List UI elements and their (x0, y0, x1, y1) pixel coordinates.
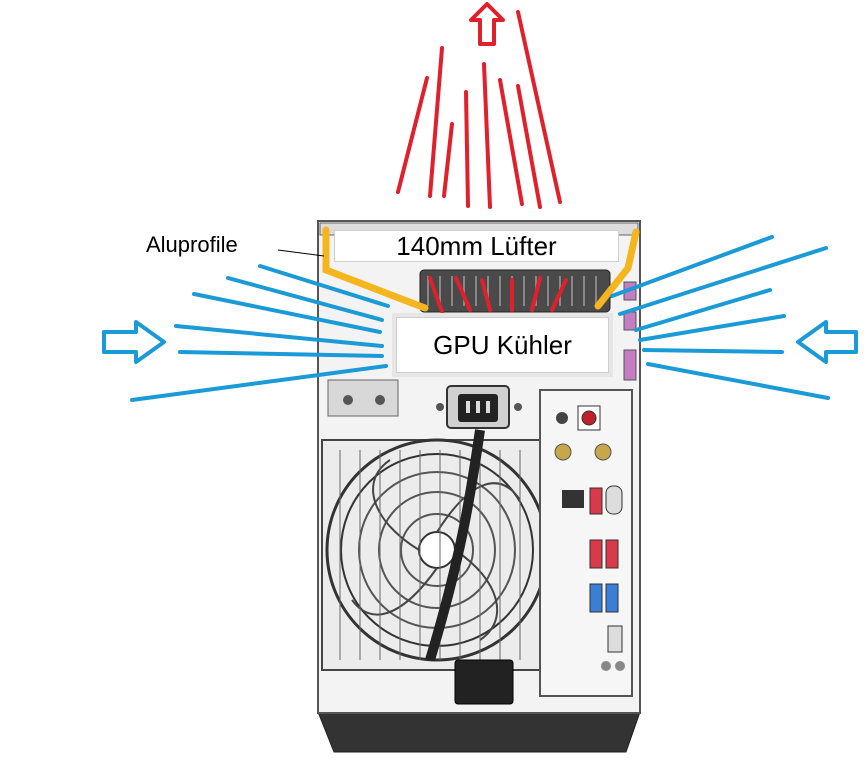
intake-airflow-left (130, 264, 390, 402)
aluprofile (322, 226, 640, 312)
right-arrow-icon (102, 320, 166, 364)
exhaust-airflow (396, 10, 568, 314)
gpu-vent (419, 269, 611, 313)
gpu-cooler-label: GPU Kühler (396, 317, 609, 373)
fan-label: 140mm Lüfter (334, 230, 619, 262)
io-panel (539, 389, 633, 697)
case-foot (317, 711, 641, 753)
aluprofile-pointer (277, 249, 325, 257)
left-arrow-icon (796, 320, 858, 364)
aluprofile-label: Aluprofile (146, 232, 238, 257)
up-arrow-icon (469, 2, 505, 46)
intake-airflow-right (610, 235, 830, 400)
power-socket-icon (436, 385, 522, 429)
fan-icon (321, 429, 553, 671)
